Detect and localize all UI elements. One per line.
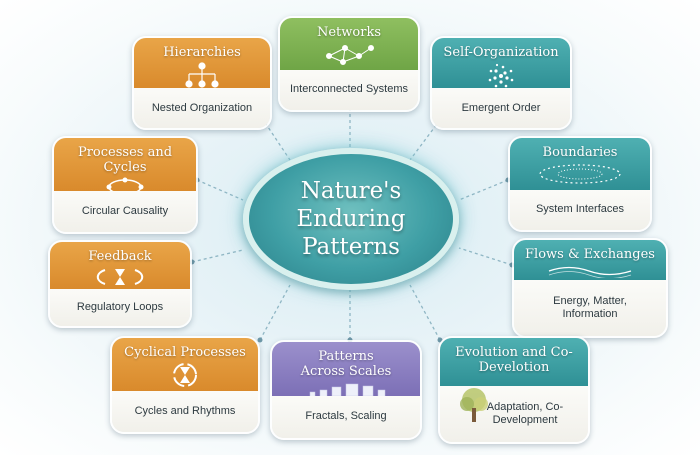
- card-subtitle: Regulatory Loops: [76, 301, 164, 314]
- card-patterns-scales: Patterns Across Scales Fractals, Scaling: [270, 340, 422, 440]
- card-title: Patterns Across Scales: [300, 349, 392, 379]
- card-title: Networks: [316, 25, 381, 40]
- card-cyclical-processes: Cyclical Processes Cycles and Rhythms: [110, 336, 260, 434]
- card-title: Feedback: [88, 249, 152, 264]
- tree-icon: [460, 387, 488, 422]
- card-title: Processes and Cycles: [77, 145, 173, 175]
- boundary-ring-icon: [539, 164, 621, 184]
- card-processes-cycles: Processes and Cycles Circular Causality: [52, 136, 198, 234]
- card-boundaries: Boundaries System Interfaces: [508, 136, 652, 232]
- card-subtitle: Energy, Matter, Information: [553, 295, 627, 321]
- card-title: Self-Organization: [443, 45, 559, 60]
- card-title: Hierarchies: [163, 45, 241, 60]
- center-title: Nature's Enduring Patterns: [296, 178, 406, 260]
- hierarchy-tree-icon: [185, 62, 219, 88]
- card-feedback: Feedback Regulatory Loops: [48, 240, 192, 328]
- card-subtitle: Nested Organization: [151, 101, 253, 114]
- cubes-scale-icon: [309, 383, 386, 396]
- card-hierarchies: Hierarchies Nested Organization: [132, 36, 272, 130]
- card-subtitle: Emergent Order: [461, 101, 541, 114]
- card-networks: Networks Interconnected Systems: [278, 16, 420, 112]
- card-subtitle: Fractals, Scaling: [305, 410, 387, 423]
- card-subtitle: Cycles and Rhythms: [134, 404, 236, 417]
- center-node: Nature's Enduring Patterns: [243, 148, 459, 290]
- flow-waves-icon: [548, 266, 632, 278]
- card-title: Cyclical Processes: [124, 345, 246, 360]
- spiral-dots-icon: [488, 63, 514, 88]
- cycle-arrows-icon: [106, 177, 144, 191]
- card-title: Flows & Exchanges: [525, 247, 655, 262]
- card-subtitle: Circular Causality: [81, 204, 169, 217]
- hourglass-cycle-icon: [173, 363, 197, 387]
- network-graph-icon: [326, 45, 374, 65]
- card-title: Evolution and Co-Develotion: [455, 345, 573, 375]
- card-flows-exchanges: Flows & Exchanges Energy, Matter, Inform…: [512, 238, 668, 338]
- card-subtitle: Adaptation, Co-Development: [486, 400, 564, 426]
- card-self-organization: Self-Organization Emergent Order: [430, 36, 572, 130]
- card-subtitle: Interconnected Systems: [289, 83, 408, 96]
- hourglass-loop-icon: [96, 269, 144, 285]
- card-title: Boundaries: [542, 145, 618, 160]
- card-evolution: Evolution and Co-Develotion Adaptation, …: [438, 336, 590, 444]
- card-subtitle: System Interfaces: [535, 203, 625, 216]
